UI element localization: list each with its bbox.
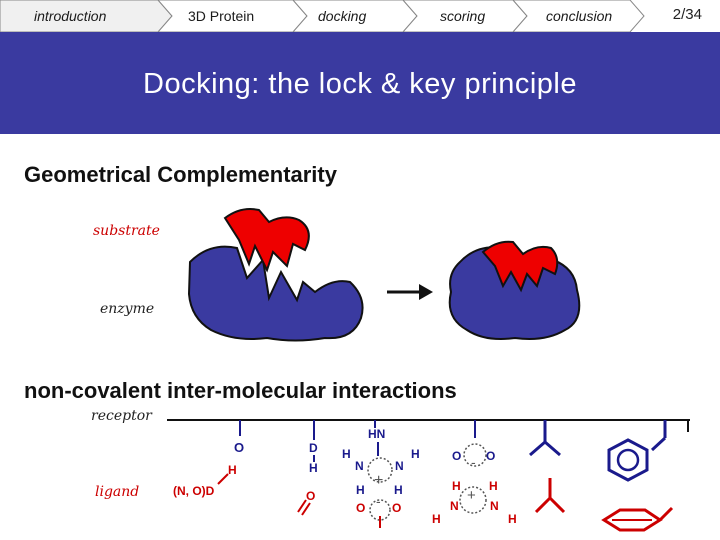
svg-text:O: O [392,501,401,515]
receptor-guanidinium: HN H N N H H H + [342,420,420,497]
svg-text:O: O [234,440,244,455]
svg-text:O: O [452,449,461,463]
heading-geometrical-complementarity: Geometrical Complementarity [24,162,337,187]
svg-text:H: H [489,479,498,493]
svg-text:H: H [342,447,351,461]
substrate-label: substrate [93,223,160,239]
receptor-carbonyl-o: O [234,420,244,455]
svg-text:N: N [355,459,364,473]
title-banner [0,32,720,134]
ligand-nh-donor: (N, O)D H [173,463,237,498]
receptor-label: receptor [91,408,152,424]
svg-text:H: H [452,479,461,493]
svg-text:H: H [356,483,365,497]
svg-text:H: H [394,483,403,497]
receptor-carboxylate: O O - [452,420,495,470]
svg-text:-: - [376,493,381,509]
svg-text:+: + [467,487,476,504]
svg-text:O: O [306,489,315,503]
receptor-dh-donor: D H [309,420,318,475]
svg-text:HN: HN [368,427,385,441]
enzyme-shape-left [187,245,364,342]
svg-text:O: O [486,449,495,463]
svg-text:O: O [356,501,365,515]
svg-text:N: N [490,499,499,513]
svg-text:H: H [508,512,517,526]
ligand-guanidinium: H H N N H H + [432,479,517,526]
enzyme-label: enzyme [100,301,155,317]
ligand-label: ligand [95,484,140,500]
svg-text:(N, O)D: (N, O)D [173,484,215,498]
svg-text:H: H [411,447,420,461]
receptor-phenyl [607,420,667,482]
svg-text:H: H [309,461,318,475]
substrate-shape-left [223,208,310,273]
ligand-carboxylate: O O - [356,493,401,528]
slide-title: Docking: the lock & key principle [143,68,577,100]
arrow-head [419,284,433,300]
svg-text:N: N [395,459,404,473]
svg-text:D: D [309,441,318,455]
nav-tab-introduction[interactable]: introduction [34,8,107,24]
page-number: 2/34 [672,6,702,23]
ligand-phenyl [601,506,674,532]
top-navigation: introduction 3D Protein docking scoring … [0,0,720,32]
svg-text:+: + [374,472,383,489]
nav-arrows [0,0,645,32]
svg-text:H: H [432,512,441,526]
nav-tab-docking[interactable]: docking [318,8,367,24]
ligand-isopropyl [534,478,566,514]
ligand-carbonyl-o: O [297,489,315,516]
nav-tab-conclusion[interactable]: conclusion [546,8,613,24]
nav-tab-3d-protein[interactable]: 3D Protein [188,8,255,24]
receptor-isopropyl [529,420,561,457]
substrate-shape-right [481,240,559,293]
lock-key-figure [187,208,581,342]
heading-noncovalent-interactions: non-covalent inter-molecular interaction… [24,378,457,403]
svg-text:H: H [228,463,237,477]
svg-text:N: N [450,499,459,513]
svg-text:-: - [471,454,476,470]
nav-tab-scoring[interactable]: scoring [440,8,486,24]
